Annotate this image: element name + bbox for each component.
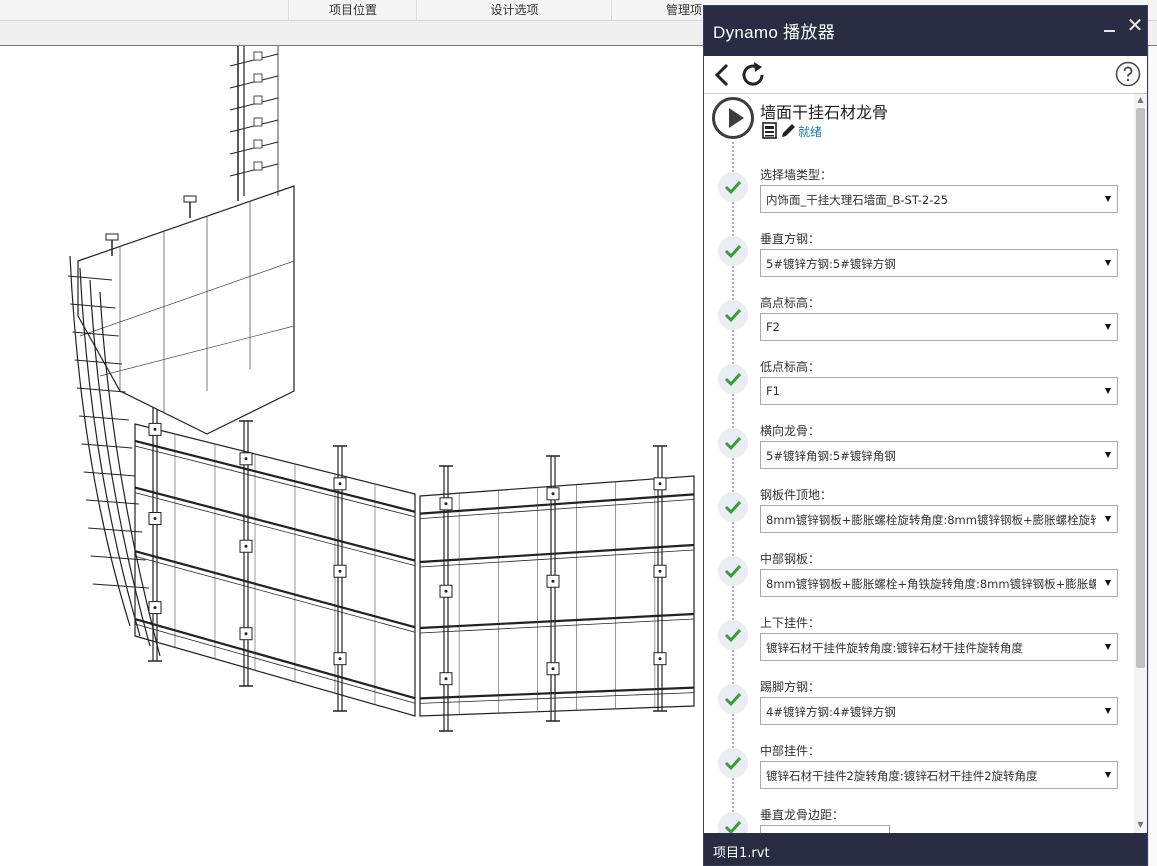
parameter-dropdown[interactable]: 8mm镀锌钢板+膨胀螺栓+角铁旋转角度:8mm镀锌钢板+膨胀螺 — [760, 569, 1118, 597]
chevron-down-icon[interactable] — [1105, 516, 1111, 522]
checkmark-icon — [718, 748, 748, 778]
checkmark-icon — [718, 492, 748, 522]
scroll-thumb[interactable] — [1136, 108, 1145, 668]
parameter-label: 垂直方钢： — [760, 232, 821, 246]
parameter-label: 高点标高： — [760, 296, 821, 310]
chevron-down-icon[interactable] — [1105, 708, 1111, 714]
parameter-number-input[interactable]: 200 — [760, 825, 890, 833]
script-header: 墙面干挂石材龙骨 就绪 — [704, 94, 1124, 154]
dropdown-value: F2 — [766, 320, 780, 334]
chevron-down-icon[interactable] — [1105, 388, 1111, 394]
dynamo-player-panel: Dynamo 播放器 ✕ 墙面干挂石材龙骨 — [703, 5, 1148, 866]
parameter-dropdown[interactable]: 镀锌石材干挂件旋转角度:镀锌石材干挂件旋转角度 — [760, 633, 1118, 661]
dropdown-value: 8mm镀锌钢板+膨胀螺栓+角铁旋转角度:8mm镀锌钢板+膨胀螺 — [766, 577, 1096, 591]
dropdown-value: 镀锌石材干挂件旋转角度:镀锌石材干挂件旋转角度 — [766, 641, 1023, 655]
parameter-row: 垂直方钢： 5#镀锌方钢:5#镀锌方钢 — [704, 230, 1129, 294]
checkmark-icon — [718, 364, 748, 394]
checkmark-icon — [718, 684, 748, 714]
parameter-row: 踢脚方钢： 4#镀锌方钢:4#镀锌方钢 — [704, 678, 1129, 742]
checkmark-icon — [718, 620, 748, 650]
dropdown-value: 8mm镀锌钢板+膨胀螺栓旋转角度:8mm镀锌钢板+膨胀螺栓旋转 — [766, 513, 1096, 527]
ribbon-tab-design-options[interactable]: 设计选项 — [416, 0, 612, 20]
checkmark-icon — [718, 428, 748, 458]
parameter-dropdown[interactable]: F1 — [760, 377, 1118, 405]
parameter-label: 钢板件顶地： — [760, 488, 833, 502]
parameter-dropdown[interactable]: 内饰面_干挂大理石墙面_B-ST-2-25 — [760, 185, 1118, 213]
curtain-wall-framing-drawing — [67, 46, 695, 732]
chevron-down-icon[interactable] — [1105, 580, 1111, 586]
close-icon[interactable]: ✕ — [1126, 13, 1144, 37]
parameter-label: 选择墙类型： — [760, 168, 833, 182]
model-3d-view[interactable] — [0, 46, 704, 866]
help-icon[interactable] — [1115, 61, 1141, 87]
parameter-dropdown[interactable]: F2 — [760, 313, 1118, 341]
checkmark-icon — [718, 556, 748, 586]
parameter-row: 高点标高： F2 — [704, 294, 1129, 358]
dropdown-value: 5#镀锌角钢:5#镀锌角钢 — [766, 449, 896, 463]
checkmark-icon — [718, 300, 748, 330]
parameter-dropdown[interactable]: 镀锌石材干挂件2旋转角度:镀锌石材干挂件2旋转角度 — [760, 761, 1118, 789]
parameter-dropdown[interactable]: 5#镀锌方钢:5#镀锌方钢 — [760, 249, 1118, 277]
run-script-button[interactable] — [712, 97, 754, 139]
minimize-icon[interactable] — [1102, 20, 1118, 36]
dropdown-value: 4#镀锌方钢:4#镀锌方钢 — [766, 705, 896, 719]
parameter-label: 上下挂件： — [760, 616, 821, 630]
checkmark-icon — [718, 812, 748, 833]
parameter-row: 钢板件顶地： 8mm镀锌钢板+膨胀螺栓旋转角度:8mm镀锌钢板+膨胀螺栓旋转 — [704, 486, 1129, 550]
parameter-label: 横向龙骨： — [760, 424, 821, 438]
parameter-label: 踢脚方钢： — [760, 680, 821, 694]
parameter-row: 垂直龙骨边距： 200 — [704, 806, 1129, 833]
script-actions-icons[interactable] — [762, 122, 796, 140]
player-toolbar — [704, 56, 1147, 94]
parameter-row: 低点标高： F1 — [704, 358, 1129, 422]
view-edge-strip — [1148, 46, 1157, 866]
parameter-row: 选择墙类型： 内饰面_干挂大理石墙面_B-ST-2-25 — [704, 166, 1129, 230]
player-footer: 项目1.rvt — [704, 833, 1147, 865]
parameter-label: 低点标高： — [760, 360, 821, 374]
chevron-down-icon[interactable] — [1105, 260, 1111, 266]
parameter-label: 中部挂件： — [760, 744, 821, 758]
dropdown-value: 镀锌石材干挂件2旋转角度:镀锌石材干挂件2旋转角度 — [766, 769, 1038, 783]
dropdown-value: 内饰面_干挂大理石墙面_B-ST-2-25 — [766, 193, 949, 207]
ribbon-tab-manage[interactable]: 管理项 — [611, 0, 703, 20]
file-name: 项目1.rvt — [713, 846, 770, 861]
status-text: 就绪 — [798, 125, 823, 139]
parameter-dropdown[interactable]: 4#镀锌方钢:4#镀锌方钢 — [760, 697, 1118, 725]
chevron-down-icon[interactable] — [1105, 772, 1111, 778]
parameter-dropdown[interactable]: 8mm镀锌钢板+膨胀螺栓旋转角度:8mm镀锌钢板+膨胀螺栓旋转 — [760, 505, 1118, 533]
parameter-timeline — [732, 142, 734, 832]
parameter-dropdown[interactable]: 5#镀锌角钢:5#镀锌角钢 — [760, 441, 1118, 469]
checkmark-icon — [718, 172, 748, 202]
dropdown-value: 5#镀锌方钢:5#镀锌方钢 — [766, 257, 896, 271]
scroll-up-icon[interactable]: ▲ — [1137, 95, 1144, 104]
player-title-bar: Dynamo 播放器 ✕ — [704, 6, 1147, 56]
parameter-label: 中部钢板： — [760, 552, 821, 566]
back-icon[interactable] — [712, 62, 734, 88]
chevron-down-icon[interactable] — [1105, 644, 1111, 650]
scroll-down-icon[interactable]: ▼ — [1137, 820, 1144, 829]
chevron-down-icon[interactable] — [1105, 196, 1111, 202]
chevron-down-icon[interactable] — [1105, 324, 1111, 330]
refresh-icon[interactable] — [740, 61, 768, 89]
parameter-row: 中部挂件： 镀锌石材干挂件2旋转角度:镀锌石材干挂件2旋转角度 — [704, 742, 1129, 806]
script-name: 墙面干挂石材龙骨 — [760, 103, 889, 122]
script-scroll-area[interactable]: 墙面干挂石材龙骨 就绪 选择墙类型： 内饰面_干挂大理石墙面_B-ST-2-25 垂… — [704, 94, 1147, 833]
parameter-row: 上下挂件： 镀锌石材干挂件旋转角度:镀锌石材干挂件旋转角度 — [704, 614, 1129, 678]
parameter-row: 中部钢板： 8mm镀锌钢板+膨胀螺栓+角铁旋转角度:8mm镀锌钢板+膨胀螺 — [704, 550, 1129, 614]
dropdown-value: F1 — [766, 384, 780, 398]
chevron-down-icon[interactable] — [1105, 452, 1111, 458]
checkmark-icon — [718, 236, 748, 266]
player-title: Dynamo 播放器 — [713, 23, 836, 42]
parameter-row: 横向龙骨： 5#镀锌角钢:5#镀锌角钢 — [704, 422, 1129, 486]
script-info-icons — [762, 122, 796, 140]
ribbon-tab-project-location[interactable]: 项目位置 — [288, 0, 417, 20]
parameter-label: 垂直龙骨边距： — [760, 808, 845, 822]
scrollbar[interactable]: ▲ ▼ — [1134, 94, 1147, 833]
